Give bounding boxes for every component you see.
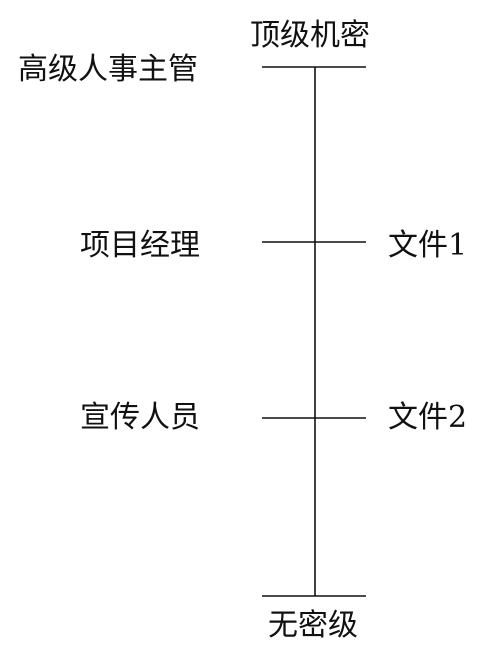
subject-label-senior-hr-manager: 高级人事主管	[18, 52, 198, 87]
object-label-file-1: 文件1	[388, 228, 468, 263]
subject-label-project-manager: 项目经理	[80, 228, 200, 263]
object-label-file-2: 文件2	[388, 400, 468, 435]
top-level-label: 顶级机密	[250, 18, 370, 53]
subject-label-publicity-staff: 宣传人员	[80, 400, 200, 435]
bottom-level-label: 无密级	[268, 608, 358, 643]
